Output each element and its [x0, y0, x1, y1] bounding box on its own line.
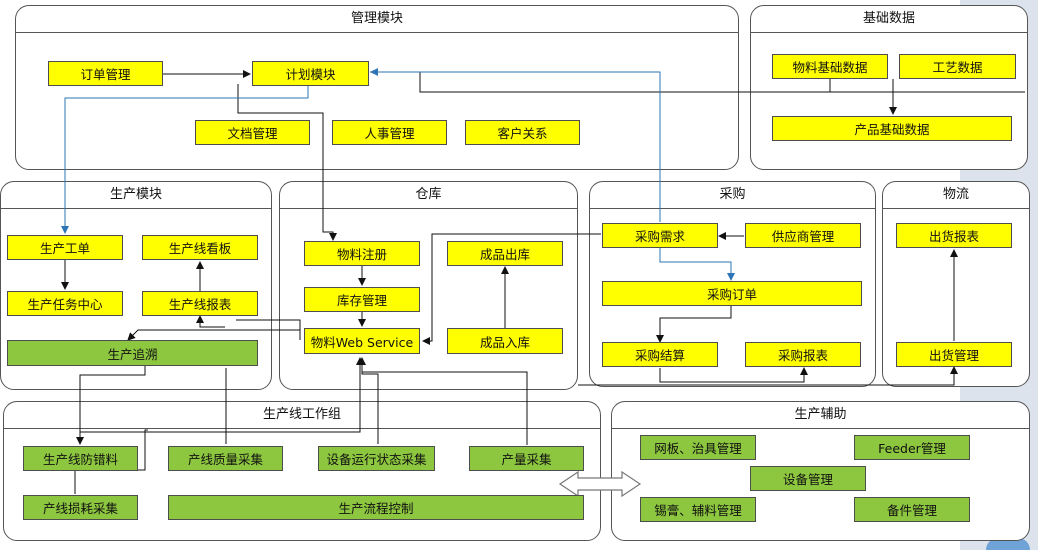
purchase-report-box[interactable]: 采购报表 — [745, 342, 861, 367]
consumption-collection-box[interactable]: 产线损耗采集 — [23, 495, 138, 520]
group-title: 生产线工作组 — [4, 402, 600, 429]
task-center-box[interactable]: 生产任务中心 — [7, 291, 123, 316]
corner-decoration — [986, 538, 1030, 550]
work-order-box[interactable]: 生产工单 — [7, 235, 123, 260]
group-title: 生产辅助 — [612, 402, 1029, 429]
line-kanban-box[interactable]: 生产线看板 — [142, 235, 258, 260]
document-mgmt-box[interactable]: 文档管理 — [195, 120, 310, 145]
material-basic-data-box[interactable]: 物料基础数据 — [772, 54, 888, 79]
finished-goods-in-box[interactable]: 成品入库 — [447, 328, 563, 354]
shipping-report-box[interactable]: 出货报表 — [896, 223, 1012, 248]
equipment-mgmt-box[interactable]: 设备管理 — [750, 466, 866, 491]
group-title: 仓库 — [280, 182, 577, 209]
traceability-box[interactable]: 生产追溯 — [7, 340, 258, 366]
purchase-order-box[interactable]: 采购订单 — [602, 281, 862, 306]
material-web-service-box[interactable]: 物料Web Service — [304, 328, 420, 354]
plan-module-box[interactable]: 计划模块 — [252, 61, 369, 86]
purchase-settlement-box[interactable]: 采购结算 — [602, 342, 718, 367]
order-mgmt-box[interactable]: 订单管理 — [48, 61, 163, 86]
group-management: 管理模块 — [15, 5, 739, 170]
output-collection-box[interactable]: 产量采集 — [469, 446, 584, 471]
group-basic-data: 基础数据 — [750, 5, 1028, 170]
product-basic-data-box[interactable]: 产品基础数据 — [772, 116, 1012, 141]
solder-aux-mgmt-box[interactable]: 锡膏、辅料管理 — [640, 497, 756, 522]
feeder-mgmt-box[interactable]: Feeder管理 — [854, 435, 970, 460]
group-warehouse: 仓库 — [279, 181, 578, 390]
inventory-mgmt-box[interactable]: 库存管理 — [304, 287, 420, 312]
quality-collection-box[interactable]: 产线质量采集 — [168, 446, 283, 471]
stencil-fixture-mgmt-box[interactable]: 网板、治具管理 — [640, 435, 756, 460]
group-line-workgroup: 生产线工作组 — [3, 401, 601, 541]
group-title: 生产模块 — [1, 182, 271, 209]
line-report-box[interactable]: 生产线报表 — [142, 291, 258, 316]
spare-parts-mgmt-box[interactable]: 备件管理 — [854, 497, 970, 522]
hr-mgmt-box[interactable]: 人事管理 — [332, 120, 447, 145]
shipping-mgmt-box[interactable]: 出货管理 — [896, 342, 1012, 367]
group-title: 采购 — [590, 182, 875, 209]
material-registration-box[interactable]: 物料注册 — [304, 241, 420, 266]
process-data-box[interactable]: 工艺数据 — [899, 54, 1016, 79]
process-control-box[interactable]: 生产流程控制 — [168, 495, 584, 520]
equipment-status-collection-box[interactable]: 设备运行状态采集 — [318, 446, 435, 471]
finished-goods-out-box[interactable]: 成品出库 — [447, 241, 563, 266]
group-title: 物流 — [883, 182, 1029, 209]
purchase-demand-box[interactable]: 采购需求 — [602, 223, 718, 248]
group-title: 管理模块 — [16, 6, 738, 33]
line-error-proofing-box[interactable]: 生产线防错料 — [23, 446, 138, 471]
customer-relations-box[interactable]: 客户关系 — [465, 120, 580, 145]
group-title: 基础数据 — [751, 6, 1027, 33]
supplier-mgmt-box[interactable]: 供应商管理 — [745, 223, 861, 248]
